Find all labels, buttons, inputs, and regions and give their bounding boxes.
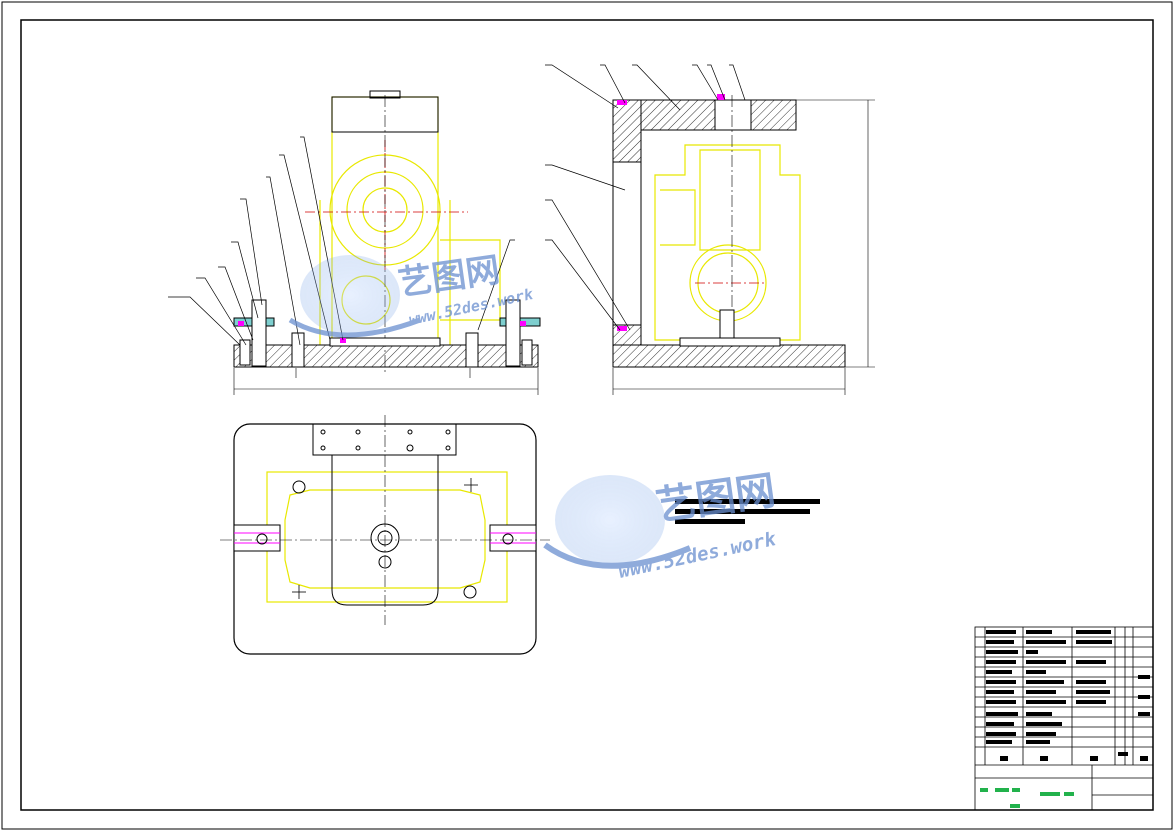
- title-block: [974, 626, 1154, 811]
- side-view: [545, 64, 875, 395]
- watermark-2: 艺图网 www.52des.work: [543, 468, 779, 583]
- inner-frame: [20, 19, 1154, 811]
- watermark-brand: 艺图网: [653, 468, 778, 530]
- title-block-green-marks: [980, 788, 1074, 808]
- front-view: [168, 90, 541, 395]
- technical-notes: [675, 499, 820, 524]
- title-block-redactions: [986, 630, 1150, 761]
- watermark-1: 艺图网 www.52des.work: [288, 250, 535, 338]
- top-view: [220, 415, 550, 655]
